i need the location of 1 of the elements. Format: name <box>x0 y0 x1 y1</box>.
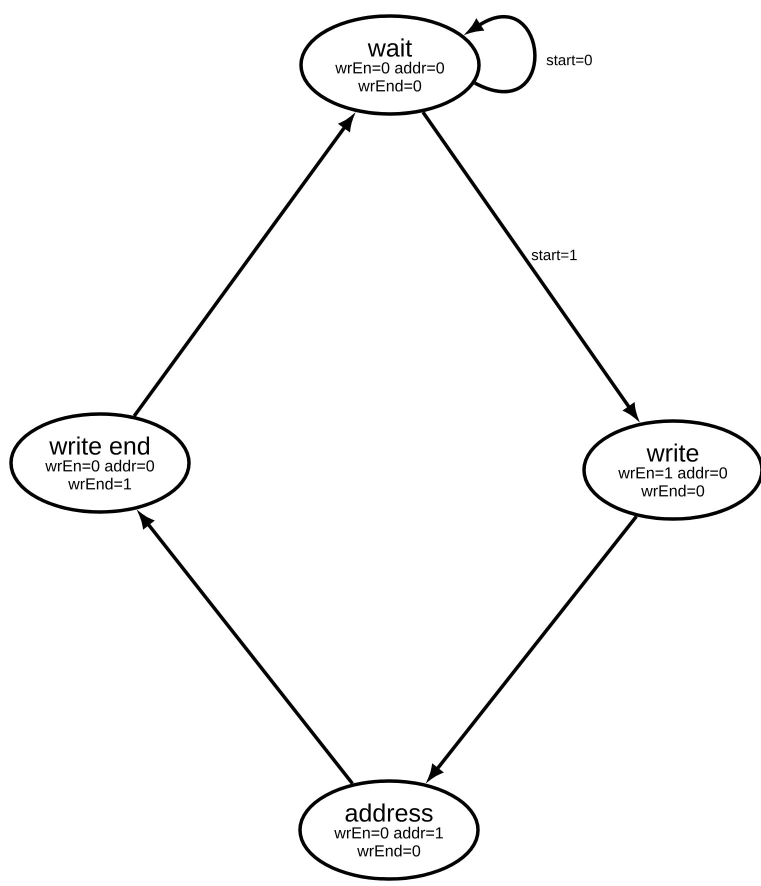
edge-label: start=0 <box>545 54 594 66</box>
